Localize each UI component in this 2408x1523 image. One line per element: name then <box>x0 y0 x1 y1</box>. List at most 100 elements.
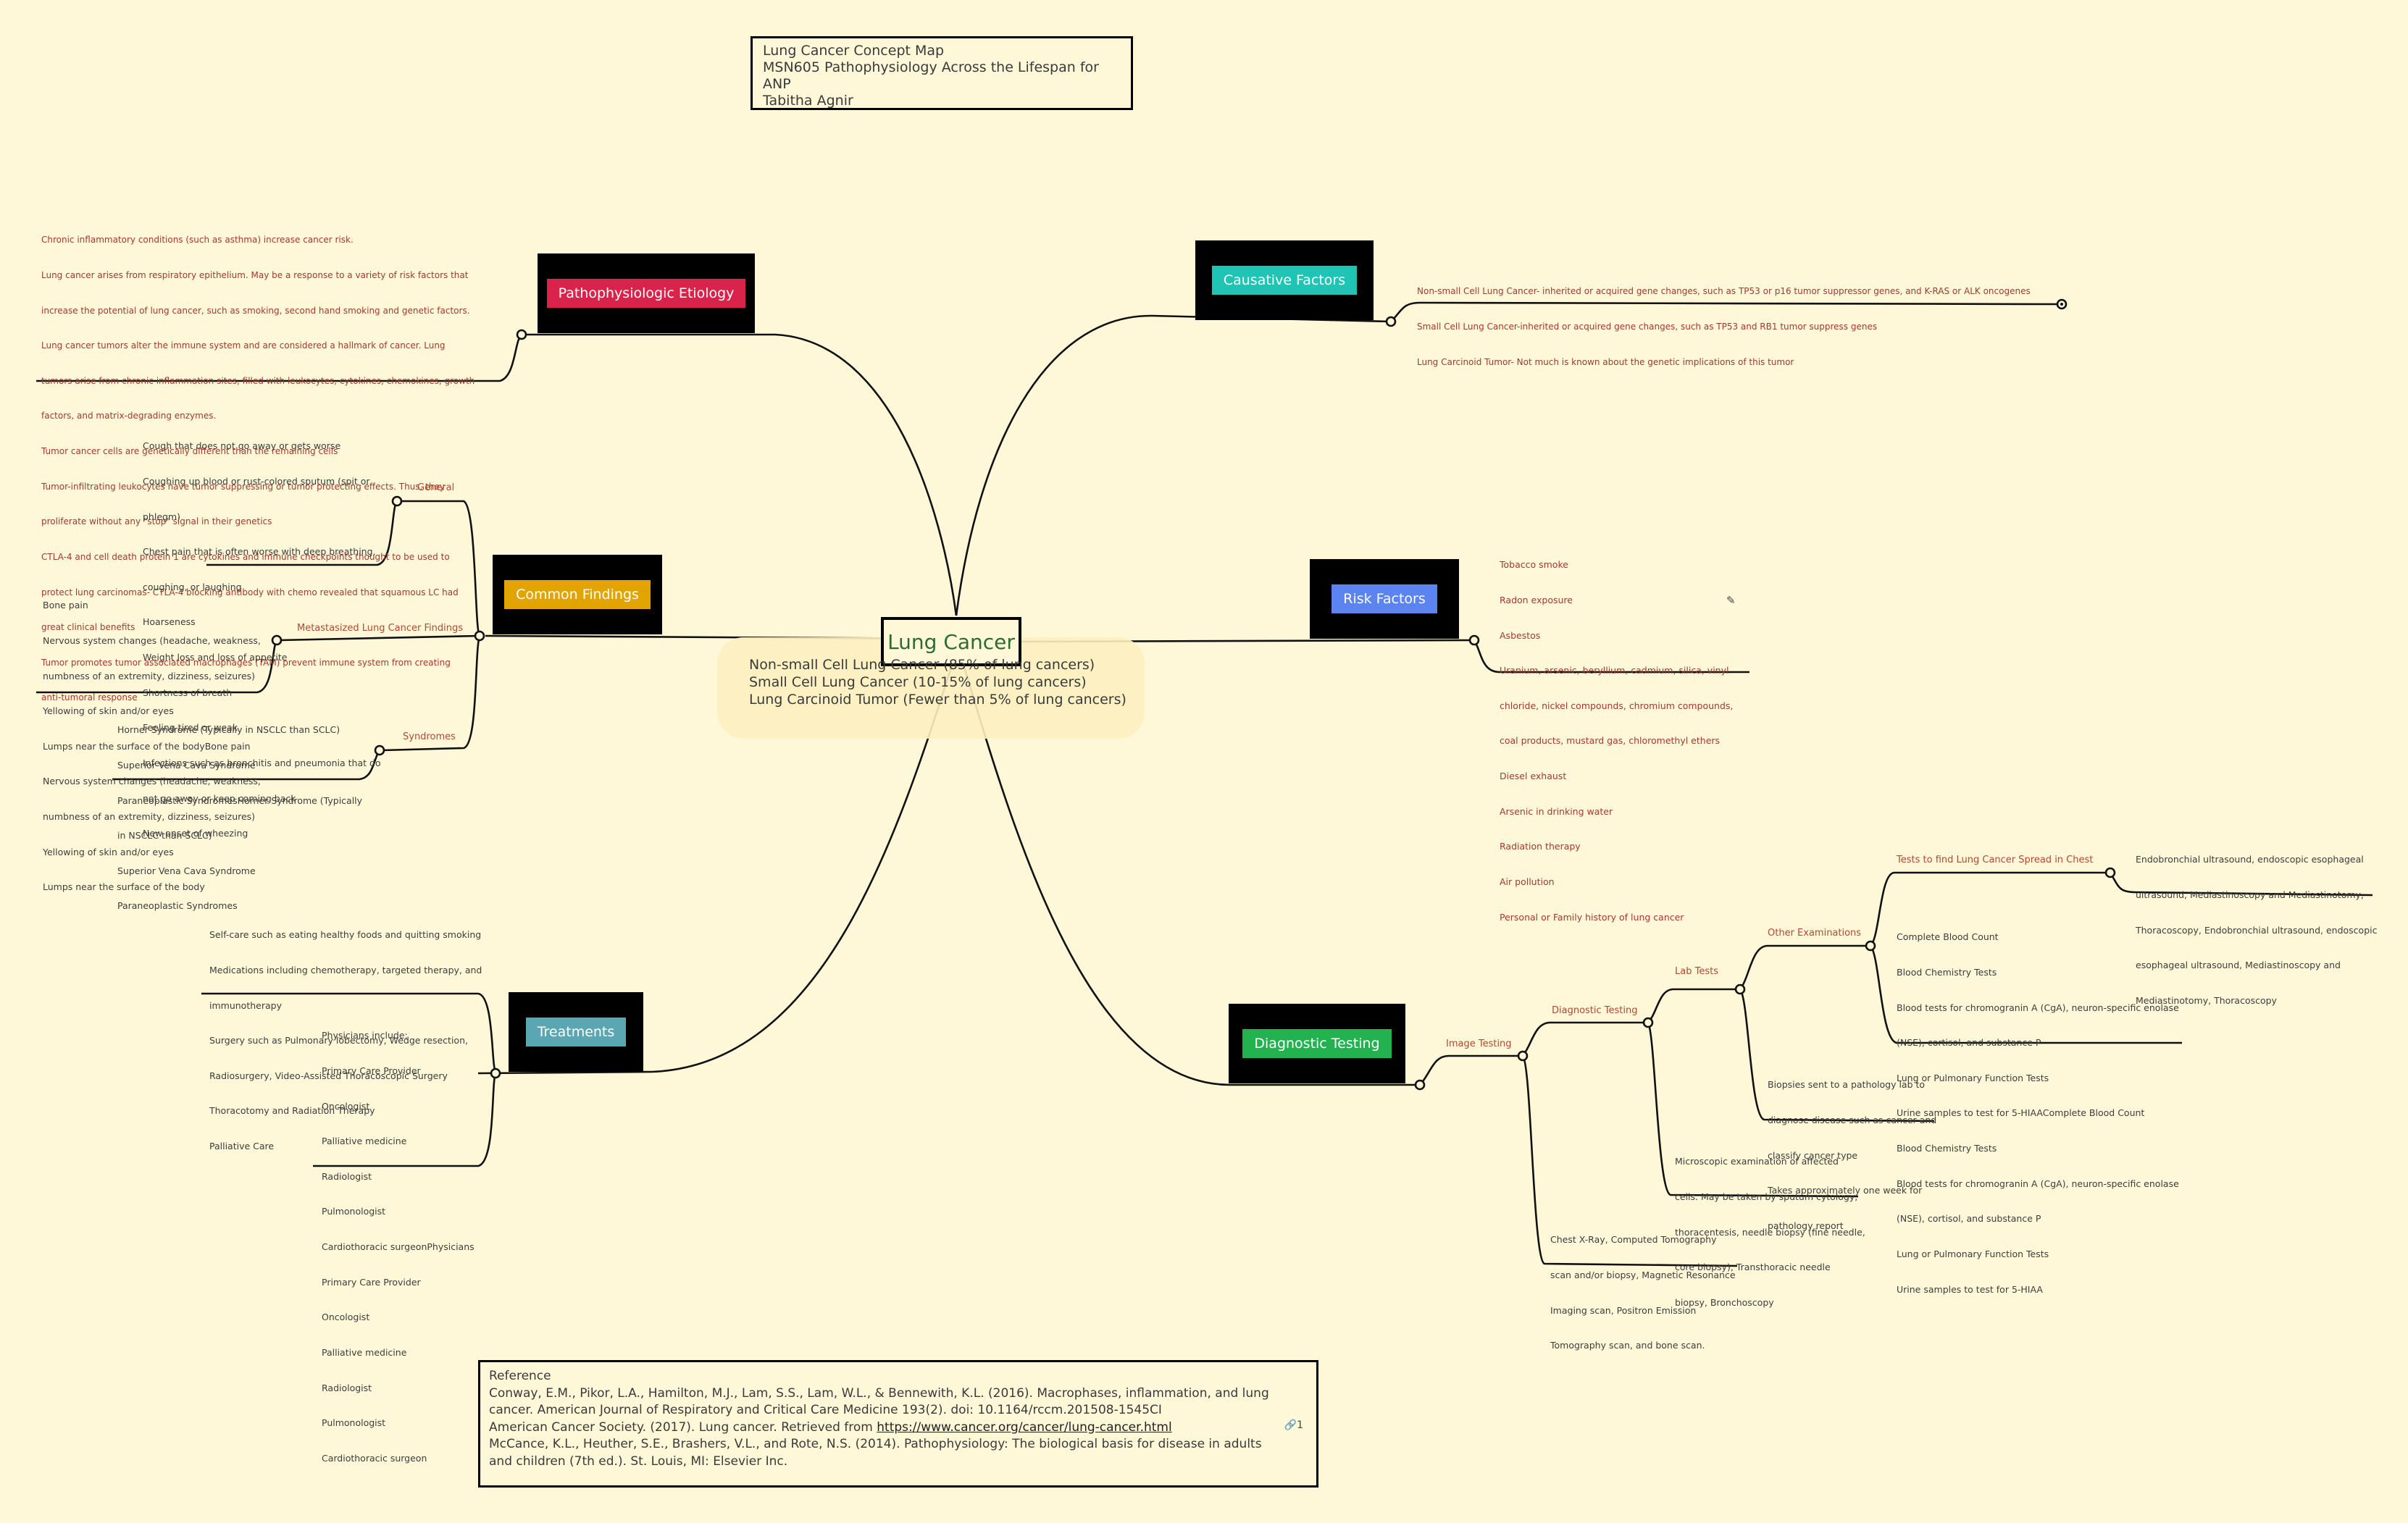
physician-item: Radiologist <box>322 1382 372 1393</box>
treatment-physicians: Physicians include: Primary Care Provide… <box>322 1007 475 1476</box>
syndrome-item: Superior Vena Cava Syndrome <box>117 760 256 771</box>
biopsy-item: Biopsies sent to a pathology lab to <box>1768 1079 1926 1091</box>
biopsy-notes: Biopsies sent to a pathology lab to diag… <box>1768 1056 1936 1243</box>
blood-test-item: Complete Blood Count <box>1897 931 1999 943</box>
etiology-note: increase the potential of lung cancer, s… <box>41 305 470 316</box>
topic-common-findings[interactable]: Common Findings <box>493 555 662 634</box>
topic-label: Causative Factors <box>1211 266 1358 295</box>
etiology-note: Chronic inflammatory conditions (such as… <box>41 235 354 246</box>
reference-heading: Reference <box>489 1369 551 1383</box>
finding-item: New onset of wheezing <box>143 828 248 839</box>
finding-item: Chest pain that is often worse with deep… <box>143 546 376 558</box>
physician-item: Palliative medicine <box>322 1346 407 1358</box>
reference-box: Reference Conway, E.M., Pikor, L.A., Ham… <box>478 1360 1318 1488</box>
subtopic-general[interactable]: General <box>417 482 455 493</box>
finding-item: Nervous system changes (headache, weakne… <box>43 635 261 647</box>
subtopic-spread-tests[interactable]: Tests to find Lung Cancer Spread in Ches… <box>1897 855 2094 865</box>
physician-item: Physicians include: <box>322 1030 408 1041</box>
etiology-note: Lung cancer arises from respiratory epit… <box>41 270 469 281</box>
microscopic-item: Microscopic examination of affected <box>1675 1156 1839 1167</box>
topic-label: Diagnostic Testing <box>1242 1029 1392 1058</box>
physician-item: Primary Care Provider <box>322 1276 421 1288</box>
finding-item: Cough that does not go away or gets wors… <box>143 440 341 452</box>
topic-risk-factors[interactable]: Risk Factors <box>1310 559 1459 639</box>
finding-item: Yellowing of skin and/or eyes <box>43 846 174 857</box>
etiology-note: protect lung carcinomas- CTLA-4 blocking… <box>41 587 459 597</box>
syndrome-item: in NSCLC than SCLC) <box>117 830 212 842</box>
imaging-item: Chest X-Ray, Computed Tomography <box>1550 1234 1717 1246</box>
spread-item: Thoracoscopy, Endobronchial ultrasound, … <box>2136 924 2378 936</box>
topic-pathophysiologic-etiology[interactable]: Pathophysiologic Etiology <box>538 253 755 333</box>
blood-test-item: Urine samples to test for 5-HIAA <box>1897 1283 2043 1295</box>
finding-item: Bone pain <box>43 600 88 611</box>
topic-diagnostic-testing[interactable]: Diagnostic Testing <box>1229 1004 1405 1083</box>
syndrome-item: Paraneoplastic SyndromesHorner Syndrome … <box>117 794 363 806</box>
microscopic-item: cells. May be taken by sputum cytology, <box>1675 1191 1858 1203</box>
risk-notes: Tobacco smoke Radon exposure Asbestos Ur… <box>1500 536 1733 935</box>
physician-item: Primary Care Provider <box>322 1065 421 1077</box>
link-icon: 🔗 <box>1284 1419 1297 1431</box>
title-line-3: Tabitha Agnir <box>763 93 853 109</box>
type-nsclc: Non-small Cell Lung Cancer (85% of lung … <box>749 657 1095 673</box>
central-topic-lung-cancer[interactable]: Lung Cancer <box>881 617 1021 666</box>
biopsy-item: classify cancer type <box>1768 1149 1858 1161</box>
treatment-item: Medications including chemotherapy, targ… <box>209 965 482 976</box>
subtopic-image-testing[interactable]: Image Testing <box>1446 1039 1512 1049</box>
microscopic-item: biopsy, Bronchoscopy <box>1675 1296 1774 1308</box>
general-findings: Cough that does not go away or gets wors… <box>143 417 381 852</box>
biopsy-item: Takes approximately one week for <box>1768 1185 1923 1196</box>
topic-label: Treatments <box>525 1018 627 1046</box>
risk-item: Uranium, arsenic, beryllium, cadmium, si… <box>1500 665 1729 676</box>
subtopic-other-examinations[interactable]: Other Examinations <box>1768 928 1862 939</box>
biopsy-item: diagnose disease such as cancer and <box>1768 1115 1937 1126</box>
reference-link[interactable]: https://www.cancer.org/cancer/lung-cance… <box>877 1419 1172 1435</box>
spread-item: ultrasound, Mediastinoscopy and Mediasti… <box>2136 889 2364 901</box>
imaging-item: Imaging scan, Positron Emission <box>1550 1304 1697 1316</box>
lung-cancer-types: Non-small Cell Lung Cancer (85% of lung … <box>749 656 1126 708</box>
etiology-note: Tumor promotes tumor associated macropha… <box>41 657 451 668</box>
title-line-1: Lung Cancer Concept Map <box>763 43 945 59</box>
treatment-care: Self-care such as eating healthy foods a… <box>209 906 482 1164</box>
risk-item: Asbestos <box>1500 629 1541 641</box>
central-topic-label: Lung Cancer <box>887 629 1015 654</box>
biopsy-item: pathology report <box>1768 1220 1844 1231</box>
subtopic-lab-tests[interactable]: Lab Tests <box>1675 966 1718 977</box>
blood-test-item: Blood tests for chromogranin A (CgA), ne… <box>1897 1002 2179 1013</box>
etiology-note: Lung cancer tumors alter the immune syst… <box>41 340 446 351</box>
finding-item: Infections such as bronchitis and pneumo… <box>143 757 381 768</box>
finding-item: Shortness of breath <box>143 687 233 698</box>
finding-item: numbness of an extremity, dizziness, sei… <box>43 811 256 823</box>
risk-item: Diesel exhaust <box>1500 771 1567 782</box>
treatment-item: Radiosurgery, Video-Assisted Thoracoscop… <box>209 1070 448 1081</box>
causative-note: Lung Carcinoid Tumor- Not much is known … <box>1417 356 1794 367</box>
metastasized-findings: Bone pain Nervous system changes (headac… <box>43 576 261 905</box>
microscopic-item: thoracentesis, needle biopsy (fine needl… <box>1675 1226 1865 1238</box>
finding-item: Weight loss and loss of appetite <box>143 652 288 663</box>
subtopic-metastasized-findings[interactable]: Metastasized Lung Cancer Findings <box>297 623 463 634</box>
etiology-note: proliferate without any "stop" signal in… <box>41 516 272 527</box>
syndrome-item: Superior Vena Cava Syndrome <box>117 865 256 876</box>
causative-note: Small Cell Lung Cancer-inherited or acqu… <box>1417 322 1878 332</box>
subtopic-syndromes[interactable]: Syndromes <box>403 731 456 742</box>
topic-causative-factors[interactable]: Causative Factors <box>1195 240 1374 320</box>
etiology-note: CTLA-4 and cell death protein 1 are cyto… <box>41 551 450 562</box>
etiology-note: Tumor-infiltrating leukocytes have tumor… <box>41 481 445 492</box>
type-carcinoid: Lung Carcinoid Tumor (Fewer than 5% of l… <box>749 692 1126 708</box>
reference-line: Conway, E.M., Pikor, L.A., Hamilton, M.J… <box>489 1385 1269 1401</box>
physician-item: Pulmonologist <box>322 1417 386 1429</box>
attachment-indicator[interactable]: 🔗1 <box>1284 1417 1303 1435</box>
finding-item: Yellowing of skin and/or eyes <box>43 705 174 717</box>
risk-item: Radon exposure <box>1500 595 1573 606</box>
treatment-item: immunotherapy <box>209 999 282 1011</box>
physician-item: Cardiothoracic surgeonPhysicians <box>322 1241 475 1253</box>
note-icon[interactable]: ✎ <box>1726 594 1736 607</box>
etiology-note: great clinical benefits <box>41 622 135 633</box>
subtopic-diagnostic-testing[interactable]: Diagnostic Testing <box>1552 1005 1638 1016</box>
etiology-note: tumors arise from chronic inflammation s… <box>41 375 475 386</box>
blood-test-item: Blood Chemistry Tests <box>1897 967 1997 978</box>
attachment-count: 1 <box>1297 1419 1303 1431</box>
imaging-item: scan and/or biopsy, Magnetic Resonance <box>1550 1270 1736 1281</box>
finding-item: Coughing up blood or rust-colored sputum… <box>143 476 370 487</box>
topic-treatments[interactable]: Treatments <box>509 992 643 1072</box>
causative-note: Non-small Cell Lung Cancer- inherited or… <box>1417 286 2031 297</box>
